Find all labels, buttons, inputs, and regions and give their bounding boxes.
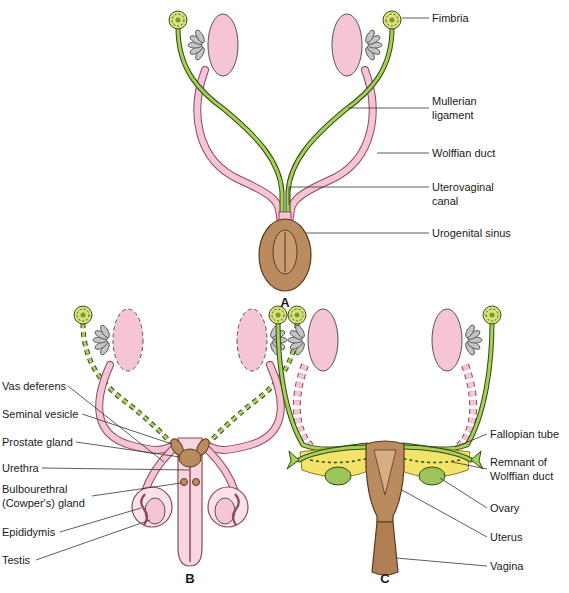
leader-line bbox=[452, 462, 487, 469]
leader-line bbox=[76, 442, 180, 457]
testis bbox=[215, 498, 235, 524]
leader-line bbox=[402, 18, 429, 19]
part-label: Mullerian ligament bbox=[432, 94, 512, 122]
part-label: Urogenital sinus bbox=[432, 226, 562, 240]
part-label: Fimbria bbox=[432, 11, 562, 25]
epididymis bbox=[233, 494, 239, 525]
leader-line bbox=[396, 558, 487, 566]
left-ducts bbox=[74, 306, 182, 460]
leader-line bbox=[68, 386, 164, 462]
bulbourethral-gland bbox=[181, 479, 188, 486]
vas-deferens bbox=[208, 450, 235, 492]
panel-letter: B bbox=[179, 572, 201, 586]
uterine-cavity bbox=[374, 450, 396, 495]
vas-deferens bbox=[208, 450, 235, 492]
right-ducts bbox=[403, 306, 501, 455]
part-label: Uterovaginal canal bbox=[432, 180, 512, 208]
vagina bbox=[372, 522, 398, 575]
right-ducts bbox=[288, 11, 401, 222]
leader-line bbox=[348, 108, 429, 109]
right-ducts bbox=[198, 306, 306, 460]
leader-line bbox=[377, 153, 429, 154]
leader-line bbox=[60, 508, 141, 532]
part-label: Remnant of Wolffian duct bbox=[490, 455, 568, 483]
vas-deferens bbox=[145, 450, 172, 492]
urogenital-sinus bbox=[259, 219, 311, 291]
leader-line bbox=[306, 233, 429, 234]
part-label: Seminal vesicle bbox=[2, 407, 97, 421]
leader-lines bbox=[36, 18, 487, 566]
part-label: Ovary bbox=[490, 501, 568, 515]
panel-a-drawing bbox=[169, 11, 401, 291]
prostate bbox=[179, 449, 201, 467]
testis bbox=[145, 498, 165, 524]
part-label: Epididymis bbox=[2, 525, 92, 539]
leader-line bbox=[440, 478, 487, 508]
part-label: Fallopian tube bbox=[490, 427, 568, 441]
epididymis bbox=[141, 494, 147, 525]
penis-body bbox=[178, 438, 202, 566]
panel-b-drawing bbox=[74, 306, 306, 566]
panel-c-drawing bbox=[269, 306, 501, 575]
part-label: Urethra bbox=[2, 461, 92, 475]
bulbourethral-gland bbox=[193, 479, 200, 486]
leader-line bbox=[402, 490, 487, 537]
vas-deferens bbox=[145, 450, 172, 492]
scrotal-sac bbox=[208, 487, 248, 527]
part-label: Prostate gland bbox=[2, 435, 97, 449]
sinus-line bbox=[285, 232, 286, 272]
scrotal-sac bbox=[132, 487, 172, 527]
uterus bbox=[366, 441, 404, 522]
leader-line bbox=[455, 434, 487, 447]
part-label: Uterus bbox=[490, 530, 568, 544]
part-label: Testis bbox=[2, 553, 92, 567]
leader-line bbox=[82, 414, 172, 444]
leader-line bbox=[42, 468, 189, 470]
leader-line bbox=[92, 483, 181, 496]
part-label: Bulbourethral (Cowper's) gland bbox=[2, 482, 97, 510]
panel-letter: C bbox=[374, 572, 396, 586]
panel-letter: A bbox=[274, 296, 296, 310]
sinus-fold bbox=[273, 230, 297, 274]
left-ducts bbox=[269, 306, 367, 455]
leader-line bbox=[289, 187, 429, 205]
part-label: Vagina bbox=[490, 559, 568, 573]
part-label: Wolffian duct bbox=[432, 146, 562, 160]
left-ducts bbox=[169, 11, 282, 222]
urethra bbox=[189, 462, 191, 562]
part-label: Vas deferens bbox=[2, 379, 92, 393]
